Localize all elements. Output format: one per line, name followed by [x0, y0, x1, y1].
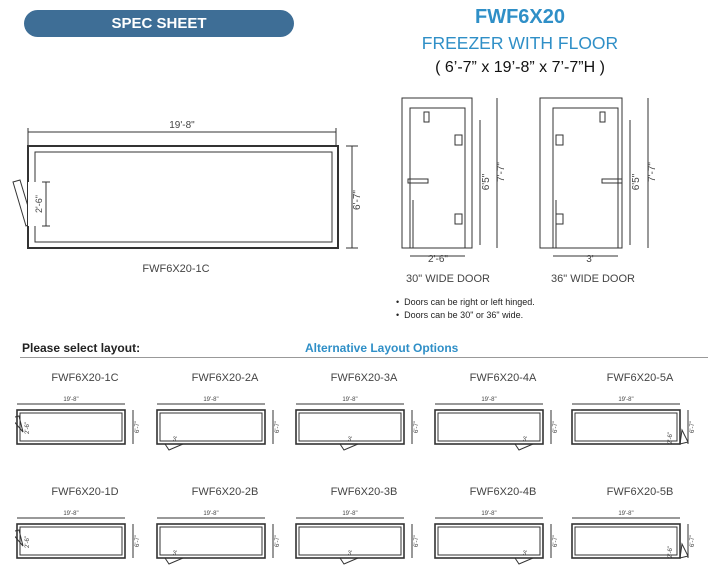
thumb-length-label: 19'-8" — [203, 511, 218, 517]
thumb-width-label: 6'-7" — [553, 535, 559, 547]
layout-option-fwf6x20-3b[interactable]: FWF6X20-3B 19'-8" 6'-7" 3' — [294, 486, 434, 573]
thumb-door-label: 3' — [173, 437, 177, 443]
layout-thumbnail: 19'-8" 6'-7" 3' — [295, 397, 420, 451]
layout-code-label: FWF6X20-4A — [469, 372, 537, 384]
layout-code-label: FWF6X20-1D — [51, 486, 119, 498]
layout-option-fwf6x20-2b[interactable]: FWF6X20-2B 19'-8" 6'-7" 3' — [155, 486, 295, 573]
thumb-door-label: 3' — [348, 437, 352, 443]
layout-thumbnail: 19'-8" 6'-7" 2'-6" — [571, 511, 696, 559]
note-item: Doors can be 30" or 36" wide. — [396, 309, 535, 322]
door-swing — [10, 529, 24, 547]
door-swing — [164, 557, 184, 565]
thumb-length-label: 19'-8" — [63, 511, 78, 517]
door-label: 2'-6" — [34, 195, 44, 213]
layout-thumbnail: 19'-8" 6'-7" 2'-6" — [10, 511, 141, 559]
door-swing — [679, 542, 689, 559]
layout-thumbnail: 19'-8" 6'-7" 3' — [295, 511, 420, 565]
width-label: 6'-7" — [352, 190, 363, 210]
layout-code-label: FWF6X20-2A — [191, 372, 259, 384]
thumb-length-label: 19'-8" — [203, 397, 218, 403]
layout-option-fwf6x20-5b[interactable]: FWF6X20-5B 19'-8" 6'-7" 2'-6" — [570, 486, 710, 573]
layout-thumbnail: 19'-8" 6'-7" 3' — [434, 397, 559, 451]
layout-code-label: FWF6X20-5B — [606, 486, 674, 498]
model-subtitle: FREEZER WITH FLOOR — [421, 33, 619, 53]
layout-thumbnail: 19'-8" 6'-7" 3' — [156, 511, 281, 565]
door-swing — [679, 428, 689, 445]
layout-thumbnail: 19'-8" 6'-7" 3' — [156, 397, 281, 451]
door-swing — [339, 443, 359, 451]
model-title: FWF6X20 — [474, 6, 566, 28]
thumb-width-label: 6'-7" — [414, 535, 420, 547]
layout-thumbnail: 19'-8" 6'-7" 3' — [434, 511, 559, 565]
thumb-length-label: 19'-8" — [63, 397, 78, 403]
thumb-width-label: 6'-7" — [690, 421, 696, 433]
thumb-width-label: 6'-7" — [135, 535, 141, 547]
layout-code-label: FWF6X20-2B — [191, 486, 259, 498]
thumb-width-label: 6'-7" — [275, 535, 281, 547]
layout-option-fwf6x20-4a[interactable]: FWF6X20-4A 19'-8" 6'-7" 3' — [433, 372, 573, 459]
layout-option-fwf6x20-4b[interactable]: FWF6X20-4B 19'-8" 6'-7" 3' — [433, 486, 573, 573]
door-swing — [514, 443, 534, 451]
thumb-length-label: 19'-8" — [481, 397, 496, 403]
thumb-width-label: 6'-7" — [690, 535, 696, 547]
thumb-length-label: 19'-8" — [342, 397, 357, 403]
thumb-length-label: 19'-8" — [342, 511, 357, 517]
door-swing — [514, 557, 534, 565]
thumb-door-label: 3' — [348, 551, 352, 557]
plan-caption: FWF6X20-1C — [142, 263, 209, 275]
door-width-label: 2'-6" — [428, 254, 448, 265]
elevation-caption: 30" WIDE DOOR — [406, 273, 490, 285]
layout-code-label: FWF6X20-1C — [51, 372, 119, 384]
floor-plan-drawing: 19'-8" 6'-7" 2'-6" FWF6X20-1C — [12, 120, 363, 275]
thumb-width-label: 6'-7" — [553, 421, 559, 433]
layout-thumbnail: 19'-8" 6'-7" 2'-6" — [10, 397, 141, 445]
door-swing — [10, 415, 24, 433]
select-layout-label: Please select layout: — [22, 341, 141, 355]
elevation-caption: 36" WIDE DOOR — [551, 273, 635, 285]
thumb-door-label: 3' — [523, 551, 527, 557]
layout-option-fwf6x20-5a[interactable]: FWF6X20-5A 19'-8" 6'-7" 2'-6" — [570, 372, 710, 459]
length-label: 19'-8" — [169, 120, 195, 131]
spec-sheet-banner: SPEC SHEET — [24, 10, 294, 37]
section-divider — [20, 357, 708, 358]
total-height-label: 7'-7" — [647, 162, 658, 182]
thumb-door-label: 2'-6" — [668, 432, 674, 444]
note-item: Doors can be right or left hinged. — [396, 296, 535, 309]
layout-code-label: FWF6X20-3A — [330, 372, 398, 384]
door-height-label: 6'5" — [631, 173, 642, 190]
thumb-length-label: 19'-8" — [481, 511, 496, 517]
thumb-door-label: 3' — [173, 551, 177, 557]
layout-option-fwf6x20-2a[interactable]: FWF6X20-2A 19'-8" 6'-7" 3' — [155, 372, 295, 459]
door-swing — [164, 443, 184, 451]
door-swing — [339, 557, 359, 565]
layout-option-fwf6x20-1d[interactable]: FWF6X20-1D 19'-8" 6'-7" 2'-6" — [10, 486, 155, 573]
layout-code-label: FWF6X20-5A — [606, 372, 674, 384]
door-height-label: 6'5" — [481, 173, 492, 190]
door-width-label: 3' — [586, 254, 594, 265]
layout-code-label: FWF6X20-3B — [330, 486, 398, 498]
thumb-width-label: 6'-7" — [414, 421, 420, 433]
thumb-door-label: 3' — [523, 437, 527, 443]
thumb-length-label: 19'-8" — [618, 397, 633, 403]
layout-thumbnail: 19'-8" 6'-7" 2'-6" — [571, 397, 696, 445]
elevation-30-door: 6'5" 7'-7" 2'-6" 30" WIDE DOOR — [401, 97, 507, 285]
thumb-door-label: 2'-6" — [25, 536, 31, 548]
thumb-width-label: 6'-7" — [275, 421, 281, 433]
layout-code-label: FWF6X20-4B — [469, 486, 537, 498]
thumb-length-label: 19'-8" — [618, 511, 633, 517]
alternative-layouts-heading: Alternative Layout Options — [305, 341, 459, 355]
layout-option-fwf6x20-3a[interactable]: FWF6X20-3A 19'-8" 6'-7" 3' — [294, 372, 434, 459]
total-height-label: 7'-7" — [496, 162, 507, 182]
elevation-36-door: 6'5" 7'-7" 3' 36" WIDE DOOR — [539, 97, 658, 285]
model-dimensions: ( 6’-7” x 19’-8” x 7’-7”H ) — [435, 59, 605, 76]
thumb-door-label: 2'-6" — [25, 422, 31, 434]
thumb-width-label: 6'-7" — [135, 421, 141, 433]
layout-option-fwf6x20-1c[interactable]: FWF6X20-1C 19'-8" 6'-7" 2'-6" — [10, 372, 155, 459]
thumb-door-label: 2'-6" — [668, 546, 674, 558]
notes-list: Doors can be right or left hinged. Doors… — [396, 296, 535, 322]
